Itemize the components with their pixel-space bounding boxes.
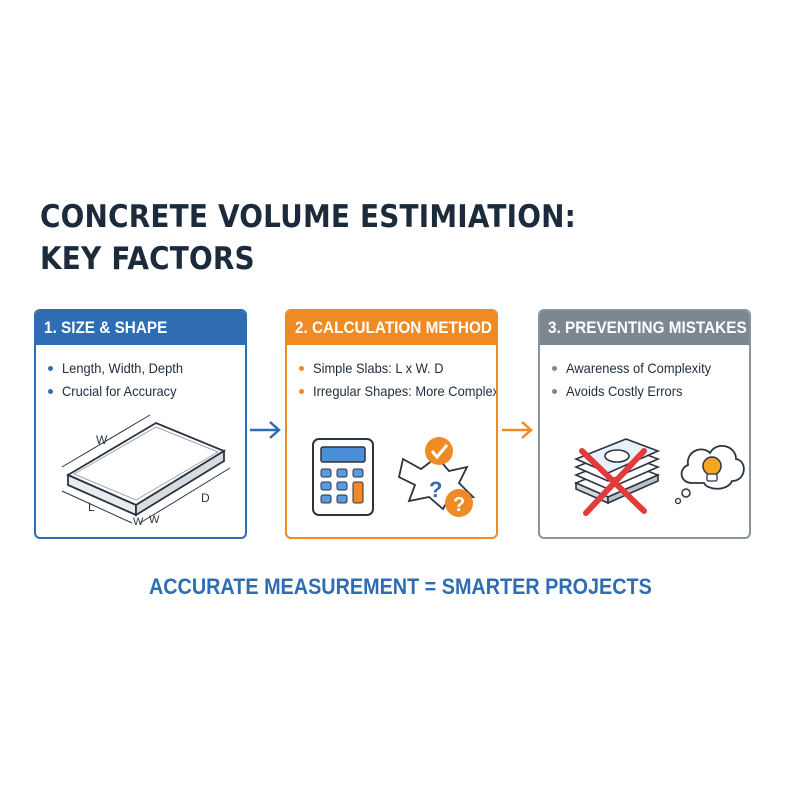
svg-text:?: ? bbox=[453, 494, 465, 516]
card-heading: 3. PREVENTING MISTAKES bbox=[540, 311, 749, 345]
card-size-shape: 1. SIZE & SHAPE Length, Width, Depth Cru… bbox=[34, 309, 247, 539]
svg-text:W: W bbox=[133, 516, 144, 528]
card-bullets: Awareness of Complexity Avoids Costly Er… bbox=[540, 357, 749, 403]
calculator-icon: ? ? bbox=[312, 437, 476, 517]
card-bullets: Simple Slabs: L x W. D Irregular Shapes:… bbox=[287, 357, 496, 403]
title-line-2: KEY FACTORS bbox=[40, 241, 255, 277]
arrow-right-icon bbox=[250, 421, 281, 439]
title-line-1: CONCRETE VOLUME ESTIMIATION: bbox=[40, 199, 576, 235]
svg-text:L: L bbox=[88, 500, 95, 514]
card-preventing-mistakes: 3. PREVENTING MISTAKES Awareness of Comp… bbox=[538, 309, 751, 539]
bullet-item: Awareness of Complexity bbox=[552, 357, 749, 380]
card-calculation-method: 2. CALCULATION METHOD Simple Slabs: L x … bbox=[285, 309, 498, 539]
bullet-item: Irregular Shapes: More Complex bbox=[299, 380, 496, 403]
svg-text:W: W bbox=[96, 433, 108, 447]
svg-text:W: W bbox=[149, 514, 160, 526]
card-heading: 2. CALCULATION METHOD bbox=[287, 311, 496, 345]
bullet-item: Simple Slabs: L x W. D bbox=[299, 357, 496, 380]
page-title: CONCRETE VOLUME ESTIMIATION: KEY FACTORS bbox=[40, 196, 576, 280]
svg-text:?: ? bbox=[429, 477, 442, 502]
svg-text:D: D bbox=[201, 491, 210, 505]
bullet-item: Avoids Costly Errors bbox=[552, 380, 749, 403]
card-heading: 1. SIZE & SHAPE bbox=[36, 311, 245, 345]
footer-tagline: ACCURATE MEASUREMENT = SMARTER PROJECTS bbox=[148, 574, 652, 599]
crossed-money-icon bbox=[573, 438, 661, 516]
bullet-item: Crucial for Accuracy bbox=[48, 380, 245, 403]
slab-dimensions-icon: W D L W W bbox=[61, 414, 231, 528]
card-bullets: Length, Width, Depth Crucial for Accurac… bbox=[36, 357, 245, 403]
arrow-right-icon bbox=[502, 421, 533, 439]
bullet-item: Length, Width, Depth bbox=[48, 357, 245, 380]
lightbulb-icon bbox=[674, 445, 745, 505]
